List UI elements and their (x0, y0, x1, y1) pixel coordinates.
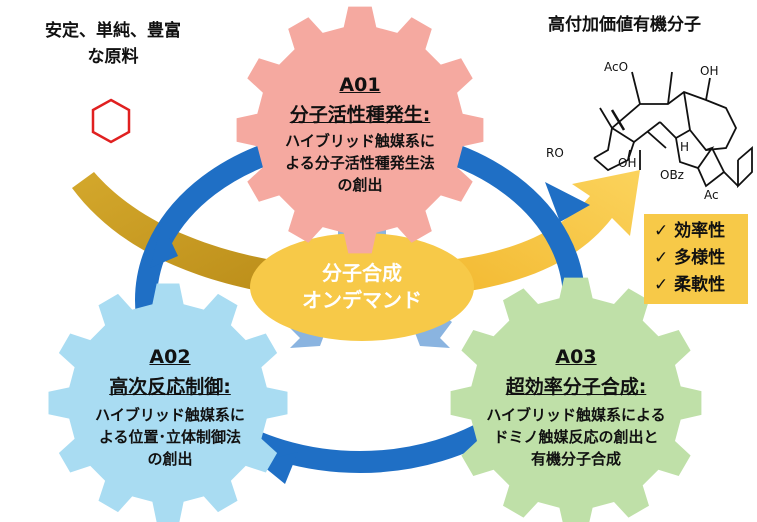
gear-a03-shape (450, 277, 702, 522)
cycle-arrowhead-left (150, 222, 178, 268)
gear-a02-shape (48, 283, 288, 522)
a03-title: 超効率分子合成: (505, 376, 647, 398)
a01-desc-line3: の創出 (337, 176, 383, 194)
a03-desc-line2: ドミノ触媒反応の創出と (493, 428, 659, 446)
mol-label-obz: OBz (660, 168, 684, 182)
taxane-structure (593, 71, 753, 189)
a02-desc-line2: よる位置･立体制御法 (98, 428, 242, 446)
gear-a01 (236, 6, 484, 254)
mol-label-oh-bottom: OH (618, 156, 637, 170)
a02-desc-line1: ハイブリッド触媒系に (95, 406, 245, 424)
raw-materials-line2: な原料 (87, 47, 139, 67)
raw-materials-line1: 安定、単純、豊富 (45, 21, 181, 41)
mol-label-oh-top: OH (700, 64, 719, 78)
mol-label-ac-bottom: Ac (704, 188, 719, 202)
a03-desc-line1: ハイブリッド触媒系による (486, 406, 666, 424)
a02-code: A02 (149, 346, 191, 368)
gear-a01-shape (236, 6, 484, 254)
a02-title: 高次反応制御: (109, 376, 231, 398)
a01-title: 分子活性種発生: (289, 104, 431, 126)
hub-line1: 分子合成 (322, 261, 402, 285)
mol-label-ro: RO (546, 146, 564, 160)
hub-line2: オンデマンド (302, 288, 422, 312)
a01-code: A01 (339, 74, 381, 96)
feature-diversity: ✓ 多様性 (654, 248, 726, 268)
a01-desc-line1: ハイブリッド触媒系に (285, 132, 435, 150)
gear-a02 (48, 283, 288, 522)
a03-code: A03 (555, 346, 597, 368)
feature-efficiency: ✓ 効率性 (654, 221, 726, 241)
mol-label-h: H (680, 140, 690, 154)
benzene-ring (91, 98, 131, 144)
gear-a03 (450, 277, 702, 522)
a02-desc-line3: の創出 (147, 450, 193, 468)
mol-label-aco: AcO (604, 60, 629, 74)
feature-flexibility: ✓ 柔軟性 (654, 275, 726, 295)
a03-desc-line3: 有機分子合成 (530, 450, 621, 468)
a01-desc-line2: よる分子活性種発生法 (285, 154, 435, 172)
cycle-arrowhead-right (545, 182, 590, 222)
product-title: 高付加価値有機分子 (548, 15, 701, 35)
product-arrow (430, 170, 640, 296)
features-box: ✓ 効率性 ✓ 多様性 ✓ 柔軟性 (644, 214, 748, 304)
hub-ellipse (250, 233, 474, 341)
